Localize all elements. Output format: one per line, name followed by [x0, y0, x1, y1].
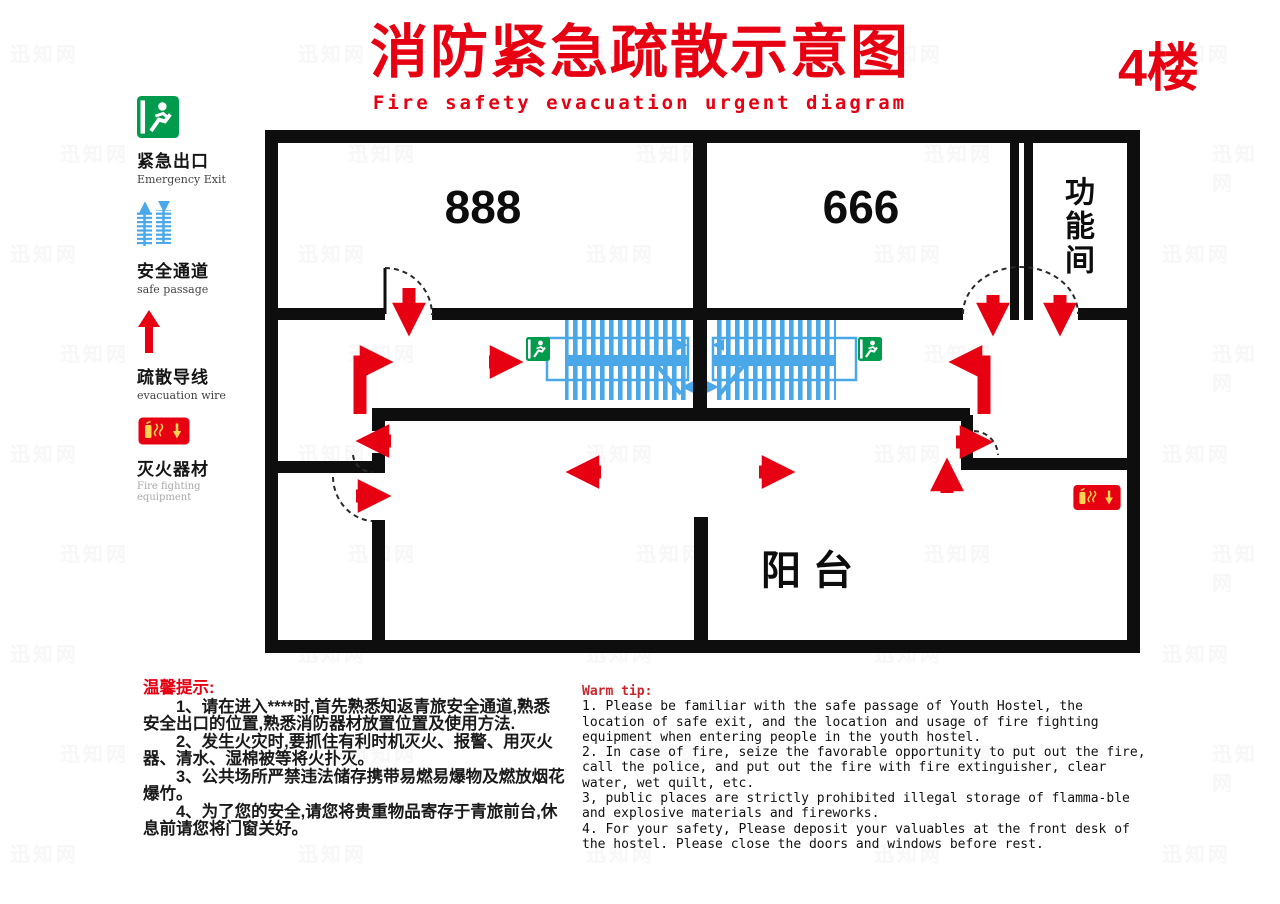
watermark-text: 迅知网: [1212, 344, 1258, 395]
watermark-text: 迅知网: [60, 344, 129, 366]
cn-tip-item: 1、请在进入****时,首先熟悉知返青旅安全通道,熟悉安全出口的位置,熟悉消防器…: [143, 697, 551, 733]
cn-tip-item: 2、发生火灾时,要抓住有利时机灭火、报警、用灭火器、清水、湿棉被等将火扑灭。: [143, 732, 553, 768]
en-tip-item: 3, public places are strictly prohibited…: [582, 791, 1130, 822]
wall-segment: [372, 520, 385, 645]
legend-sublabel: evacuation wire: [137, 389, 226, 402]
legend-sublabel: Fire fighting equipment: [137, 481, 201, 503]
watermark-text: 迅知网: [1162, 444, 1231, 466]
wall-segment: [265, 640, 1140, 653]
cn-tip-item: 3、公共场所严禁违法储存携带易燃易爆物及燃放烟花爆竹。: [143, 767, 565, 803]
page-subtitle: Fire safety evacuation urgent diagram: [372, 92, 908, 114]
door-arc: [352, 454, 373, 474]
watermark-text: 迅知网: [10, 244, 79, 266]
legend-label: 疏散导线: [137, 368, 209, 387]
watermark-text: 迅知网: [1162, 244, 1231, 266]
legend-sublabel: safe passage: [137, 283, 209, 296]
fire-extinguisher-icon: [137, 416, 191, 446]
wall-segment: [432, 308, 963, 320]
watermark-text: 迅知网: [10, 44, 79, 66]
wall-segment: [1010, 139, 1019, 320]
stair-outline: [711, 336, 858, 382]
wall-segment: [693, 139, 707, 320]
en-tip-item: 4. For your safety, Please deposit your …: [582, 821, 1130, 852]
cn-tips-title: 温馨提示:: [143, 679, 215, 697]
stair-landing-bar: [713, 355, 836, 366]
wall-segment: [961, 458, 1140, 470]
safe-passage-stairs-icon: [137, 200, 171, 246]
en-tip-item: 2. In case of fire, seize the favorable …: [582, 745, 1146, 791]
evacuation-arrows: [353, 288, 1077, 513]
watermark-text: 迅知网: [60, 144, 129, 166]
legend: 紧急出口 Emergency Exit 安全通道 safe passage 疏散…: [137, 96, 257, 517]
cn-tip-item: 4、为了您的安全,请您将贵重物品寄存于青旅前台,休息前请您将门窗关好。: [143, 802, 558, 838]
evac-arrow-corner-left: [353, 345, 394, 414]
door-arc: [962, 266, 1079, 315]
wall-segment: [265, 308, 385, 320]
stair-landing-bar: [565, 355, 688, 366]
wall-segment: [693, 320, 707, 415]
evac-arrow-corner-right: [948, 345, 991, 414]
staircase-right: [706, 320, 858, 400]
wall-segment: [375, 408, 970, 421]
exit-sign-mini: [526, 337, 550, 361]
warm-tips-english: Warm tip: 1. Please be familiar with the…: [582, 684, 1150, 852]
wall-segment: [694, 517, 708, 645]
room-label-balcony: 阳台: [761, 549, 865, 593]
room-label-666: 666: [822, 181, 900, 233]
door-arc: [332, 476, 373, 522]
watermark-text: 迅知网: [1162, 844, 1231, 866]
watermark-text: 迅知网: [1212, 544, 1258, 595]
stair-break-line: [653, 361, 683, 396]
wall-segment: [372, 453, 385, 473]
door-arc: [384, 267, 433, 316]
watermark-text: 迅知网: [60, 544, 129, 566]
wall-segment: [265, 130, 278, 653]
wall-segment: [265, 461, 372, 473]
legend-item-fire-equipment: 灭火器材 Fire fighting equipment: [137, 416, 257, 503]
legend-item-evacuation-wire: 疏散导线 evacuation wire: [137, 310, 257, 402]
legend-label: 安全通道: [137, 262, 209, 281]
watermark-text: 迅知网: [60, 744, 129, 766]
watermark-text: 迅知网: [1212, 744, 1258, 795]
wall-segment: [372, 408, 385, 431]
room-label-function: 功能间: [1060, 176, 1093, 278]
legend-label: 灭火器材: [137, 460, 209, 479]
exit-sign-mini: [858, 337, 882, 361]
stair-break-line: [718, 361, 748, 396]
fire-extinguisher-marker: [1072, 483, 1122, 512]
floorplan-walls: [265, 130, 1140, 653]
warm-tips-chinese: 温馨提示: 1、请在进入****时,首先熟悉知返青旅安全通道,熟悉安全出口的位置…: [143, 679, 565, 839]
en-tips-title: Warm tip:: [582, 684, 653, 699]
wall-segment: [1127, 130, 1140, 653]
wall-segment: [1024, 139, 1033, 320]
wall-segment: [1078, 308, 1140, 320]
legend-item-emergency-exit: 紧急出口 Emergency Exit: [137, 96, 257, 186]
watermark-text: 迅知网: [10, 444, 79, 466]
evacuation-arrow-icon: [138, 310, 160, 353]
wall-segment: [265, 130, 1140, 143]
wall-segment: [961, 415, 973, 432]
watermark-text: 迅知网: [10, 644, 79, 666]
floorplan: [265, 130, 1140, 653]
room-label-888: 888: [444, 181, 522, 233]
legend-label: 紧急出口: [137, 152, 209, 171]
floor-label: 4楼: [1118, 40, 1199, 98]
watermark-text: 迅知网: [1162, 644, 1231, 666]
staircase-left: [545, 320, 694, 400]
watermark-text: 迅知网: [10, 844, 79, 866]
watermark-text: 迅知网: [1212, 144, 1258, 195]
en-tip-item: 1. Please be familiar with the safe pass…: [582, 699, 1099, 745]
legend-item-safe-passage: 安全通道 safe passage: [137, 200, 257, 296]
legend-sublabel: Emergency Exit: [137, 173, 226, 186]
emergency-exit-icon: [137, 96, 179, 138]
page-title: 消防紧急疏散示意图: [369, 20, 910, 85]
watermark-text: 迅知网: [298, 844, 367, 866]
